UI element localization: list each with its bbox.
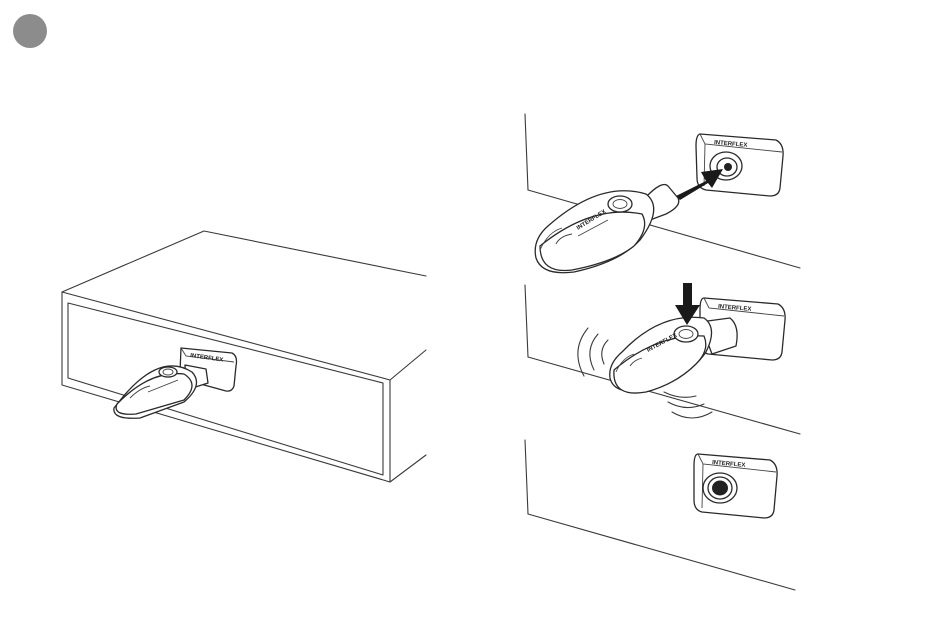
drawer-illustration xyxy=(62,231,426,482)
lock-cylinder: INTERFLEX xyxy=(696,134,783,196)
key-fob: INTERFLEX xyxy=(610,317,712,393)
key-fob-left xyxy=(114,365,208,418)
lock-cylinder: INTERFLEX xyxy=(700,298,785,360)
step-press-button: INTERFLEX INTERFLEX xyxy=(525,283,800,434)
step-insert-key: INTERFLEX INTERFLEX xyxy=(525,114,800,273)
lock-cylinder: INTERFLEX xyxy=(694,454,777,518)
step-lock-result: INTERFLEX xyxy=(525,440,795,590)
step-number-badge xyxy=(13,14,47,48)
